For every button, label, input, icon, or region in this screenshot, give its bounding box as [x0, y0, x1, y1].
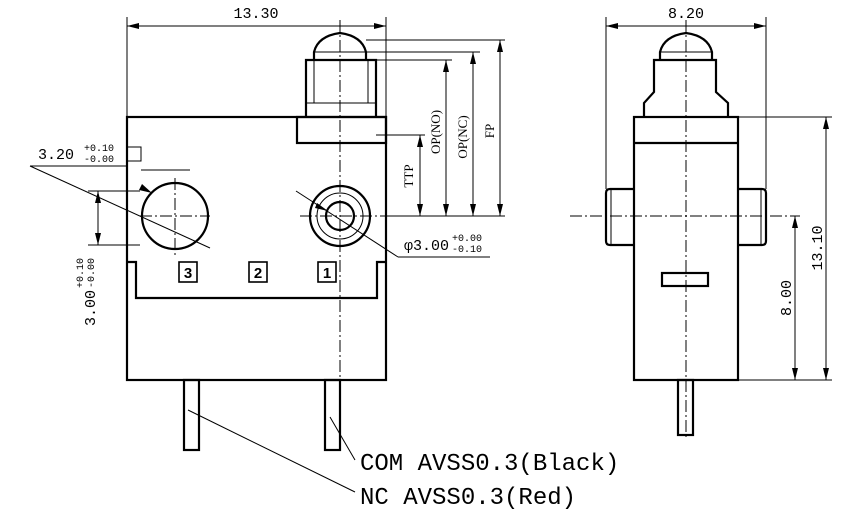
- pin-box-2: [248, 261, 268, 283]
- dim-hole-left: 3.20 +0.10 -0.00: [38, 144, 114, 166]
- side-plunger-dome: [658, 31, 714, 60]
- dim-hole-right-arrow: [315, 203, 328, 211]
- wire-nc-leader: [187, 409, 356, 493]
- side-partial-arrow-a: [792, 216, 798, 228]
- dim-hole-vert-tol-low: -0.00: [87, 258, 98, 288]
- pin-label-3: 3: [184, 265, 192, 282]
- dim-hole-left-arrow: [139, 184, 152, 193]
- wire-com-leader: [329, 416, 356, 461]
- front-view: 3 2 1 13.30 TTP OP(NO) OP: [29, 6, 619, 512]
- plunger-body: [304, 58, 378, 117]
- fp-label: FP: [482, 124, 497, 138]
- front-body-step: [127, 260, 386, 300]
- ttp-label: TTP: [401, 164, 416, 187]
- ttp-arrow-b: [417, 204, 423, 216]
- dim-height-total: 13.10: [810, 225, 827, 270]
- front-body: [125, 115, 388, 382]
- plunger-base: [295, 115, 388, 145]
- side-width-arrow-right: [754, 23, 766, 29]
- op-nc-arrow-a: [470, 52, 476, 64]
- pin-box-1: [317, 261, 337, 283]
- dim-hole-vertical: 3.00 +0.10 -0.00: [76, 258, 100, 326]
- side-boss-left: [604, 187, 634, 247]
- wire-left: [182, 378, 201, 452]
- side-partial-arrow-b: [792, 368, 798, 380]
- side-boss-right: [738, 187, 768, 247]
- dim-hole-right-leader: [295, 190, 399, 258]
- side-plunger-body: [642, 58, 730, 117]
- dim-hole-right-tol-low: -0.10: [452, 245, 482, 256]
- pin-box-3: [178, 261, 198, 283]
- pin-label-2: 2: [254, 265, 262, 282]
- op-no-arrow-b: [443, 204, 449, 216]
- side-height-arrow-b: [823, 368, 829, 380]
- dim-hole-left-tol-up: +0.10: [84, 144, 114, 155]
- dim-side-width: 8.20: [668, 6, 704, 23]
- fp-arrow-b: [497, 204, 503, 216]
- front-notch: [126, 146, 142, 162]
- dim-hole-left-leader: [29, 165, 211, 249]
- dim-width-arrow-right: [374, 23, 386, 29]
- side-view: 8.20 13.10 8.00: [570, 6, 832, 440]
- pin-label-1: 1: [323, 265, 331, 282]
- dim-hole-right-main: φ3.00: [404, 238, 449, 255]
- op-nc-label: OP(NC): [455, 115, 470, 158]
- dim-hole-right: φ3.00 +0.00 -0.10: [404, 234, 482, 256]
- dim-hole-right-tol-up: +0.00: [452, 234, 482, 245]
- op-nc-arrow-b: [470, 204, 476, 216]
- dim-height-partial: 8.00: [779, 280, 796, 316]
- dim-hole-vert-tol-up: +0.10: [76, 258, 87, 288]
- wire-right: [323, 378, 342, 452]
- op-no-label: OP(NO): [428, 110, 443, 154]
- side-width-arrow-left: [606, 23, 618, 29]
- side-height-arrow-a: [823, 117, 829, 129]
- dim-width-arrow-left: [127, 23, 139, 29]
- dim-hole-left-main: 3.20: [38, 147, 74, 164]
- dim-hole-vert-main: 3.00: [83, 290, 100, 326]
- op-no-arrow-a: [443, 60, 449, 72]
- wire-com-label: COM AVSS0.3(Black): [360, 451, 619, 478]
- dim-overall-width: 13.30: [233, 6, 278, 23]
- dim-vert-arrow-b: [95, 233, 101, 245]
- dim-vert-arrow-a: [95, 191, 101, 203]
- wire-nc-label: NC AVSS0.3(Red): [360, 485, 576, 512]
- ttp-arrow-a: [417, 135, 423, 147]
- plunger-dome: [312, 31, 368, 60]
- side-slot: [660, 271, 710, 288]
- dim-hole-left-tol-low: -0.00: [84, 155, 114, 166]
- fp-arrow-a: [497, 40, 503, 52]
